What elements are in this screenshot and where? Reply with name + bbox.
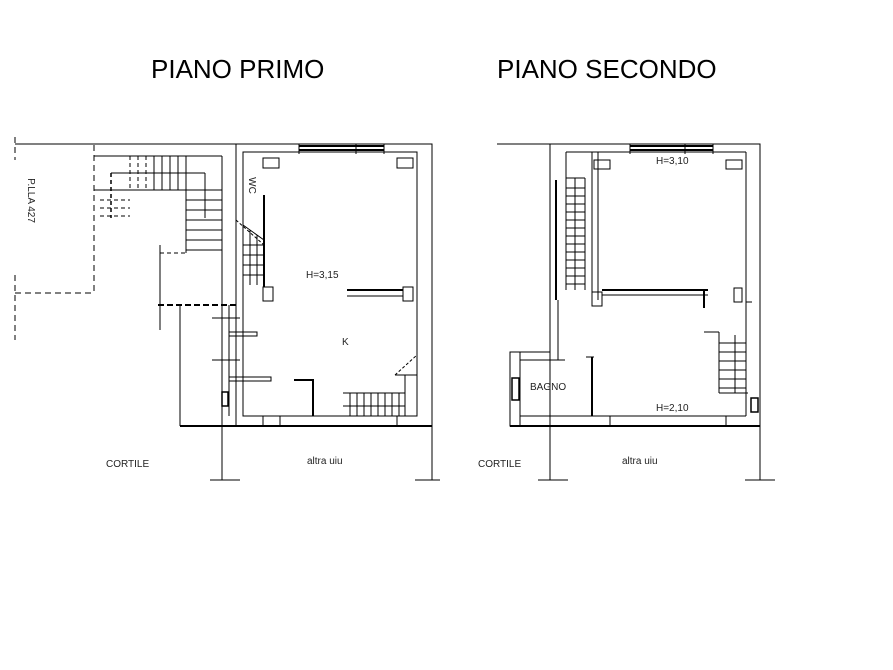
height-top-label-second: H=3,10	[656, 156, 689, 167]
first-floor-plan	[14, 137, 440, 481]
bathroom-label: BAGNO	[530, 382, 567, 393]
second-floor-plan	[497, 143, 775, 481]
title-first-floor: PIANO PRIMO	[151, 54, 325, 84]
kitchen-label: K	[342, 337, 349, 348]
other-unit-label-first: altra uiu	[307, 456, 343, 467]
parcel-label: P.LLA 427	[24, 178, 36, 223]
courtyard-label-second: CORTILE	[478, 459, 522, 470]
wc-label: WC	[245, 177, 257, 194]
title-second-floor: PIANO SECONDO	[497, 54, 717, 84]
courtyard-label-first: CORTILE	[106, 459, 150, 470]
other-unit-label-second: altra uiu	[622, 456, 658, 467]
height-label-first: H=3,15	[306, 270, 339, 281]
height-bottom-label-second: H=2,10	[656, 403, 689, 414]
